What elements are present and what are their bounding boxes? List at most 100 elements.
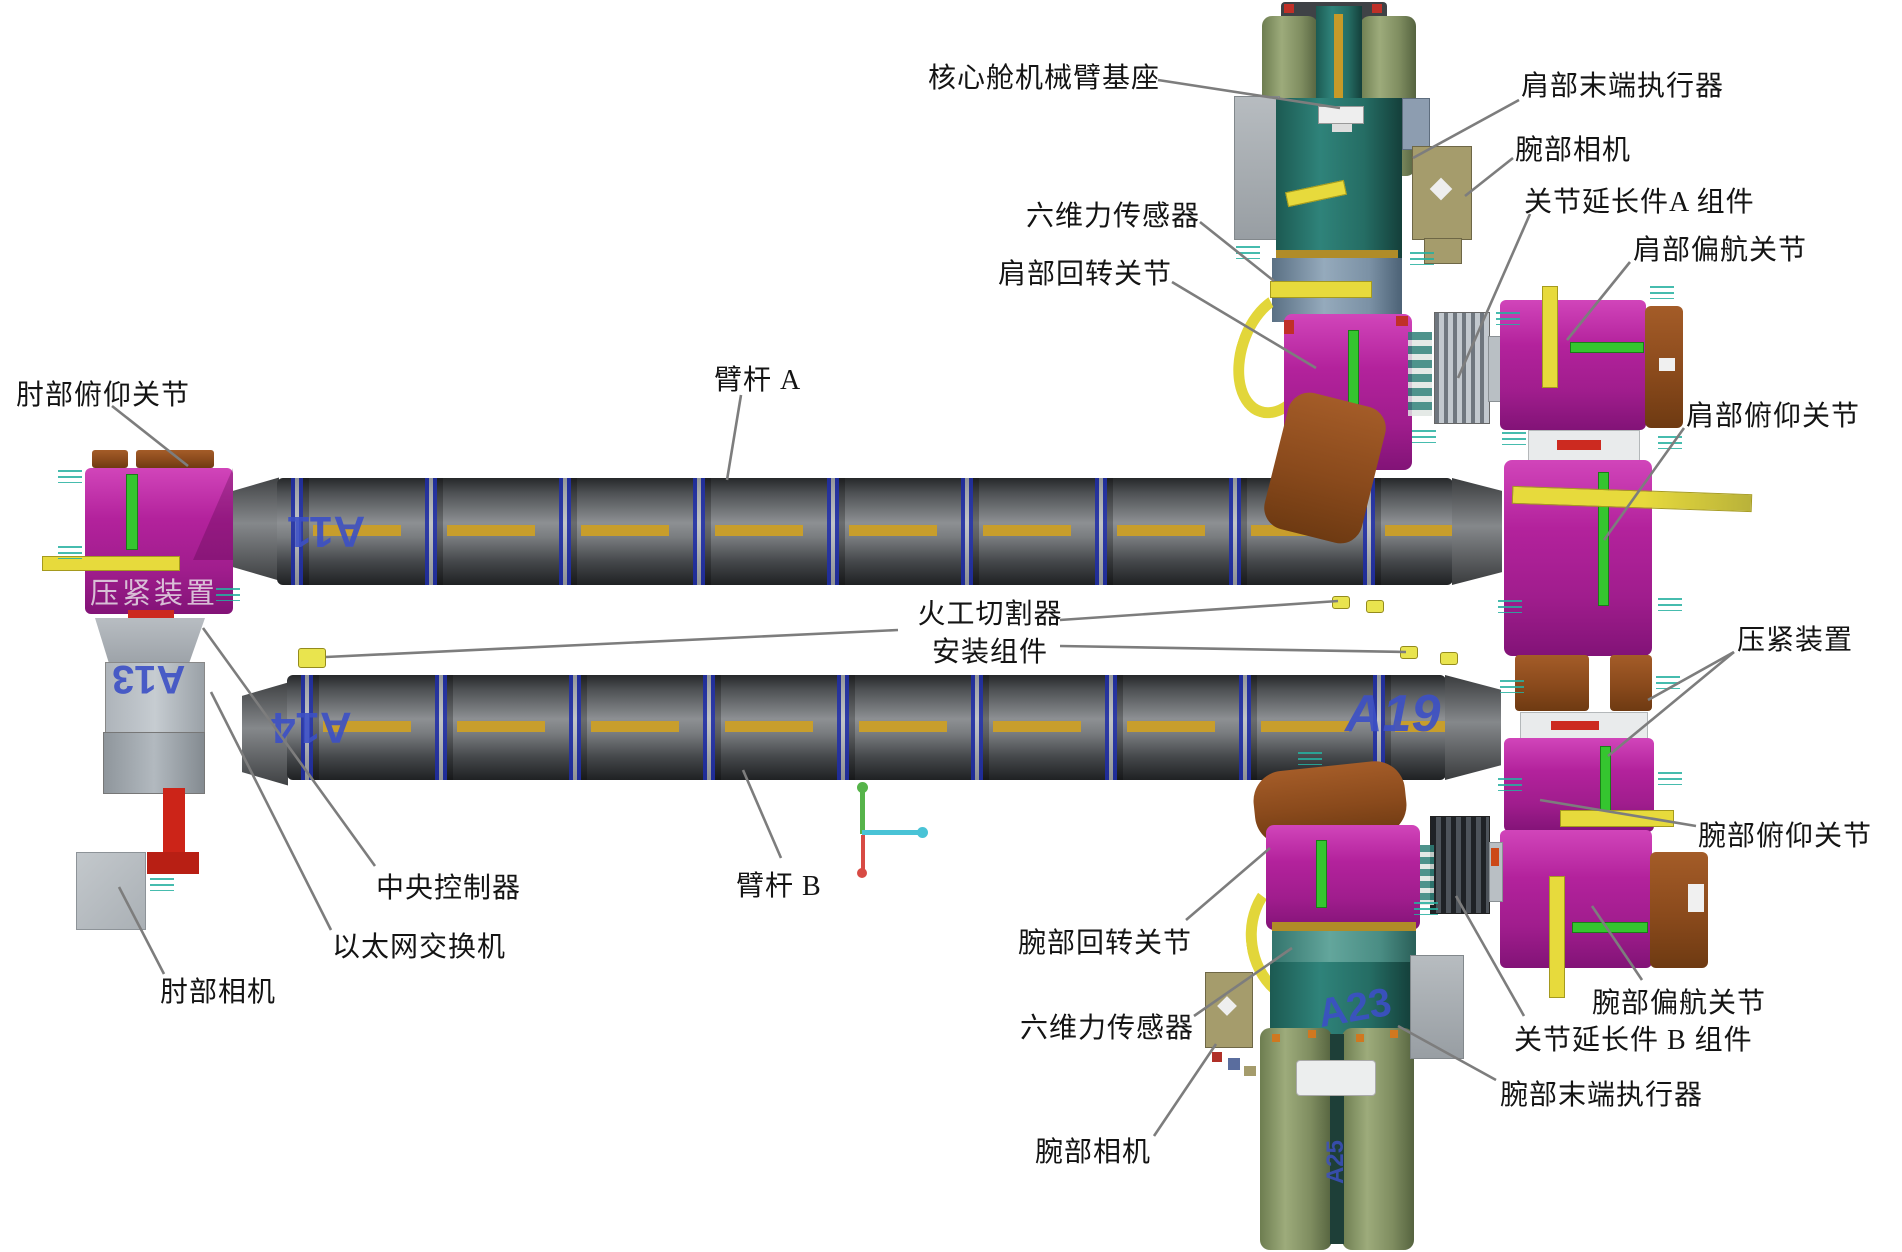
- shoulder-pitch-bearing: [1528, 430, 1640, 462]
- base-connector-red-left: [1284, 4, 1294, 13]
- wrist-camera-top-plate: [1412, 146, 1472, 240]
- wrist-roll-joint-body: [1266, 825, 1420, 930]
- controller-lower-box: [103, 732, 205, 794]
- elbow-brown-cap-right: [136, 450, 214, 468]
- elbow-brown-cap-left: [92, 450, 128, 468]
- elbow-pitch-joint-body: [85, 468, 233, 614]
- wrist-camera-bottom-plate: [1205, 972, 1253, 1048]
- label-joint-extension-a: 关节延长件A 组件: [1524, 187, 1755, 218]
- axis-z-dot: [857, 868, 867, 878]
- boom-b-marking-right: A19: [1345, 685, 1441, 743]
- axis-x-dot: [917, 827, 928, 838]
- wrist-yaw-yellow-rod: [1549, 876, 1565, 998]
- boom-a-marking: A11: [287, 507, 366, 556]
- cad-mark: [58, 546, 82, 559]
- axis-y-green: [860, 786, 865, 834]
- pyro-clip-r3: [1400, 646, 1418, 659]
- joint-extension-b-cylinder: [1430, 816, 1490, 914]
- wrist-camera-top-bluebox: [1402, 98, 1430, 150]
- label-wrist-pitch-joint: 腕部俯仰关节: [1698, 821, 1873, 852]
- pyro-clip-r4: [1440, 652, 1458, 665]
- boom-a-right-cone: [1452, 478, 1502, 585]
- shoulder-connector-bits: [1408, 332, 1432, 416]
- wrist-end-effector-body: [1270, 962, 1412, 1036]
- cad-mark: [1650, 286, 1674, 299]
- camera-bit: [1212, 1052, 1222, 1062]
- label-wrist-camera-top: 腕部相机: [1515, 135, 1632, 166]
- wrist-lower-marking: A25: [1322, 1140, 1349, 1185]
- label-pyro-cutter-line2: 安装组件: [931, 637, 1048, 668]
- pyro-clip-r2: [1366, 600, 1384, 613]
- cad-mark: [1496, 312, 1520, 325]
- elbow-red-strip: [128, 610, 174, 619]
- label-force-sensor-bottom: 六维力传感器: [1020, 1013, 1195, 1044]
- wrist-roll-connector-bits: [1420, 845, 1434, 905]
- cad-mark: [1498, 600, 1522, 613]
- force-sensor-top-goldband: [1276, 250, 1398, 260]
- label-wrist-end-effector: 腕部末端执行器: [1500, 1080, 1704, 1111]
- cad-mark: [1236, 246, 1260, 259]
- label-boom-b: 臂杆 B: [736, 871, 822, 902]
- shoulder-yaw-brown-cap: [1645, 306, 1683, 428]
- axis-y-dot: [857, 782, 868, 793]
- hold-down-brown-left: [1515, 655, 1589, 711]
- cad-mark: [1502, 432, 1526, 445]
- boom-b-right-cone: [1445, 675, 1501, 780]
- cad-mark: [1500, 680, 1524, 693]
- wrist-ee-white-detail: [1296, 1060, 1376, 1096]
- cad-mark: [1410, 252, 1434, 265]
- shoulder-yaw-joint-body: [1500, 300, 1646, 430]
- ee-orange-dot: [1356, 1034, 1364, 1042]
- cad-mark: [150, 878, 174, 891]
- cad-mark: [1498, 778, 1522, 791]
- controller-funnel: [95, 618, 205, 668]
- pyro-clip-left: [298, 648, 326, 668]
- pyro-clip-r1: [1332, 596, 1350, 609]
- controller-marking-a13: A13: [112, 657, 186, 701]
- label-pyro-cutter-line1: 火工切割器: [917, 599, 1063, 630]
- wrist-yaw-brown-cap: [1650, 852, 1708, 968]
- elbow-yellow-bar: [42, 556, 180, 571]
- red-bracket-stem: [163, 788, 185, 858]
- label-core-module-arm-base: 核心舱机械臂基座: [928, 63, 1161, 94]
- boom-b-tube: [287, 675, 1446, 780]
- boom-b-marking-left: A14: [271, 703, 352, 752]
- cad-mark: [1658, 772, 1682, 785]
- camera-bit: [1228, 1058, 1240, 1070]
- label-shoulder-pitch-joint: 肩部俯仰关节: [1686, 401, 1861, 432]
- controller-mid-box: [105, 662, 205, 736]
- boom-a-tube: [277, 478, 1453, 585]
- axis-z-red: [861, 835, 865, 873]
- wrist-pitch-yellow-rod: [1560, 810, 1674, 827]
- label-force-sensor-top: 六维力传感器: [1026, 201, 1201, 232]
- elbow-camera-box: [76, 852, 146, 930]
- label-elbow-pitch-joint: 肘部俯仰关节: [16, 380, 191, 411]
- label-hold-down-device: 压紧装置: [1737, 625, 1854, 656]
- cad-mark: [58, 470, 82, 483]
- ee-orange-dot: [1308, 1030, 1316, 1038]
- cad-mark: [1414, 902, 1438, 915]
- wrist-pitch-bearing: [1520, 712, 1648, 740]
- shoulder-yaw-yellow-rod: [1542, 286, 1558, 388]
- axis-x-cyan: [862, 830, 922, 835]
- label-shoulder-roll-joint: 肩部回转关节: [998, 259, 1173, 290]
- label-pyro-cutter: 火工切割器 安装组件: [870, 596, 1110, 672]
- cad-mark: [1658, 598, 1682, 611]
- ee-orange-dot: [1272, 1034, 1280, 1042]
- wrist-side-panel: [1410, 955, 1464, 1059]
- hold-down-brown-right: [1610, 655, 1652, 711]
- base-side-panel: [1234, 96, 1280, 240]
- red-bracket-foot: [147, 852, 199, 874]
- joint-extension-a-cylinder: [1434, 312, 1490, 424]
- cad-mark: [1658, 436, 1682, 449]
- label-boom-a: 臂杆 A: [714, 365, 802, 396]
- cad-mark: [1412, 430, 1436, 443]
- cad-mark: [1656, 676, 1680, 689]
- wrist-yaw-joint-body: [1500, 830, 1652, 968]
- label-shoulder-yaw-joint: 肩部偏航关节: [1633, 235, 1808, 266]
- label-wrist-yaw-joint: 腕部偏航关节: [1592, 988, 1767, 1019]
- ext-b-red-bit: [1491, 848, 1499, 866]
- label-wrist-camera-bottom: 腕部相机: [1035, 1137, 1152, 1168]
- force-sensor-bottom-ring: [1272, 922, 1416, 964]
